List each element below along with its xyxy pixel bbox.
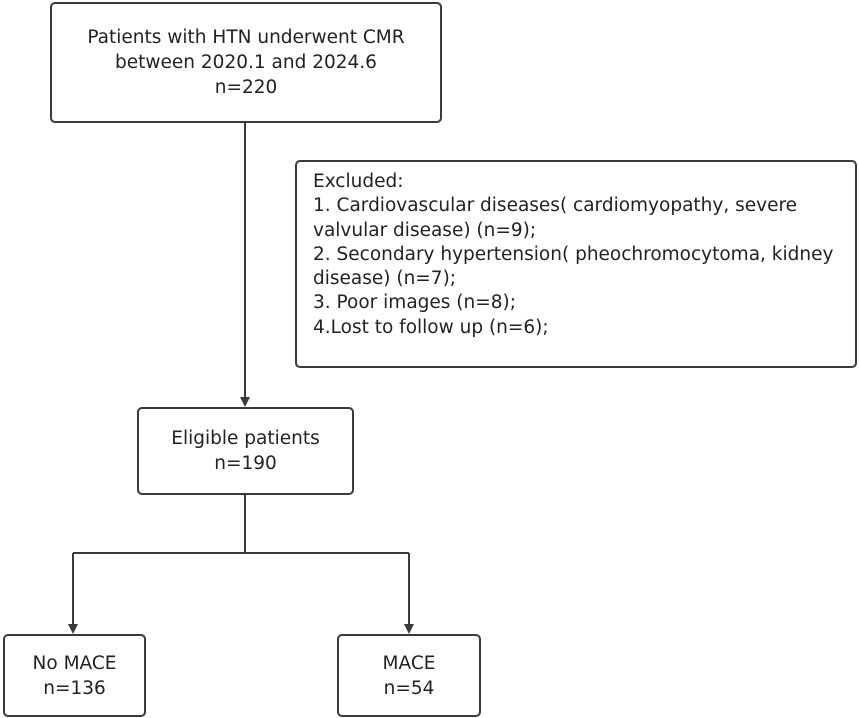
eligible-label: Eligible patients [171,428,320,449]
eligible-count: n=190 [214,453,277,474]
excluded-line: disease) (n=7); [313,268,457,290]
excluded-line: 2. Secondary hypertension( pheochromocyt… [313,243,834,265]
patients-line-1: Patients with HTN underwent CMR [87,27,405,48]
no-mace-box: No MACE n=136 [3,634,146,717]
excluded-line: 3. Poor images (n=8); [313,292,516,314]
excluded-line: 1. Cardiovascular diseases( cardiomyopat… [313,195,798,217]
mace-box: MACE n=54 [337,634,481,717]
excluded-line: valvular disease) (n=9); [313,219,537,241]
mace-label: MACE [382,652,436,674]
no-mace-label: No MACE [32,652,117,674]
mace-count: n=54 [383,677,435,699]
excluded-box: Excluded: 1. Cardiovascular diseases( ca… [295,160,857,368]
patients-line-2: between 2020.1 and 2024.6 [115,52,377,73]
patients-count: n=220 [214,77,278,98]
patients-box: Patients with HTN underwent CMR between … [50,2,442,123]
excluded-line: 4.Lost to follow up (n=6); [313,316,549,338]
excluded-title: Excluded: [313,171,404,192]
no-mace-count: n=136 [43,677,106,699]
eligible-box: Eligible patients n=190 [137,407,354,495]
